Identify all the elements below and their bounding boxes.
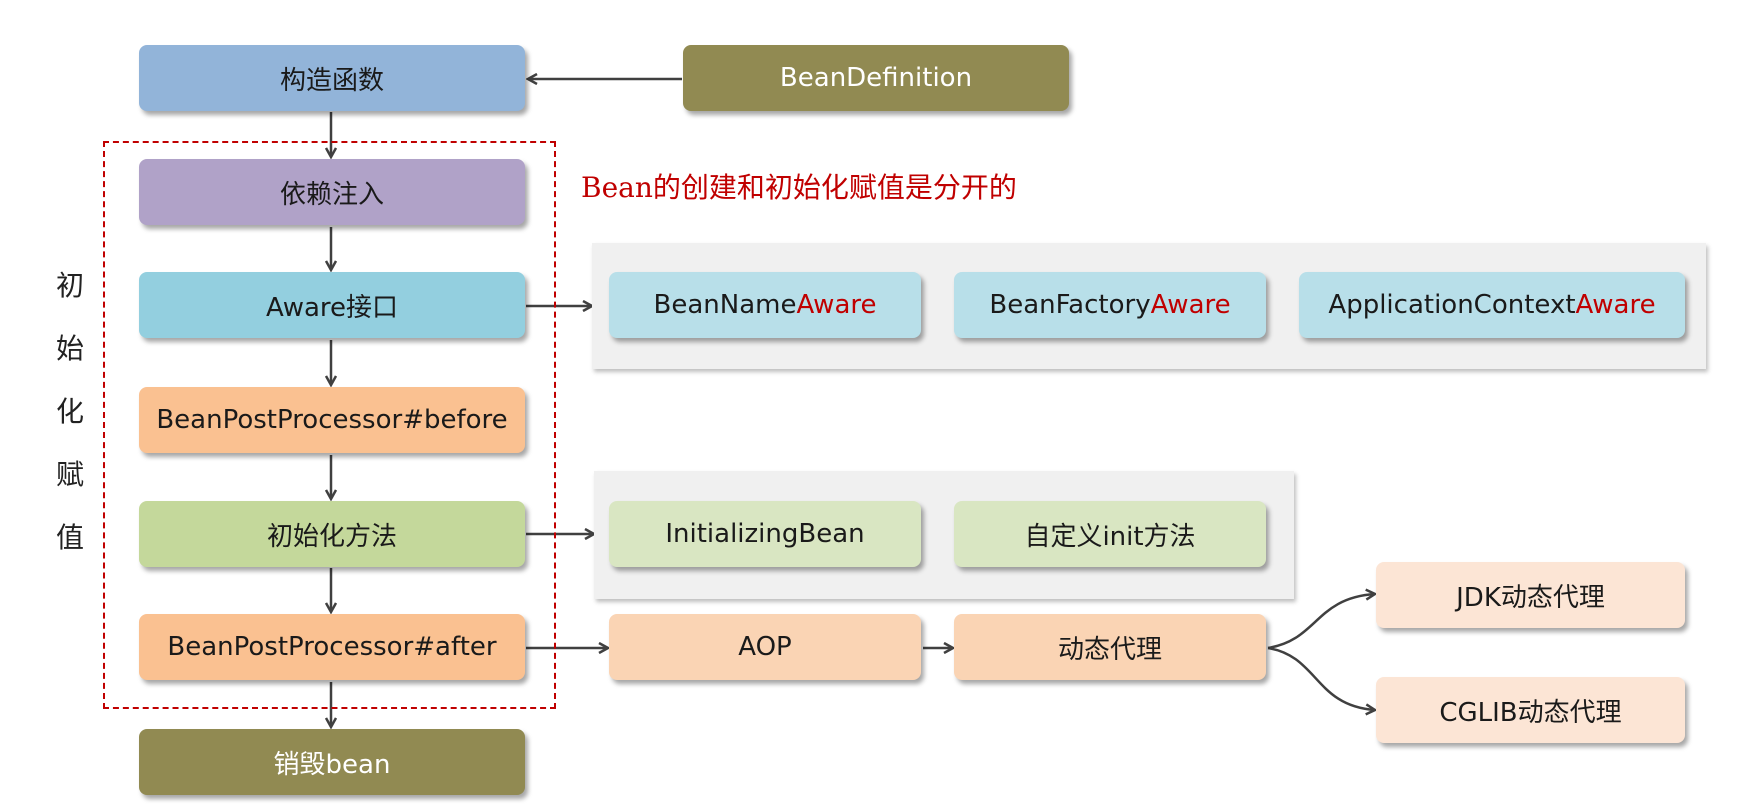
custom-init-method-node: 自定义init方法: [954, 501, 1266, 567]
side-label-char: 值: [55, 521, 84, 554]
side-label-char: 化: [55, 395, 84, 428]
initialization-frame: [103, 141, 556, 709]
aware-suffix: Aware: [1150, 290, 1231, 320]
side-label-initialization-assignment: 初 始 化 赋 值: [50, 254, 90, 569]
constructor-node: 构造函数: [139, 45, 525, 111]
side-label-char: 初: [55, 269, 84, 302]
destroy-bean-node: 销毁bean: [139, 729, 525, 795]
aware-prefix: BeanFactory: [989, 290, 1151, 320]
aop-node: AOP: [609, 614, 921, 680]
dependency-injection-node: 依赖注入: [139, 159, 525, 225]
aware-suffix: Aware: [796, 290, 877, 320]
side-label-char: 始: [55, 332, 84, 365]
creation-vs-init-note: Bean的创建和初始化赋值是分开的: [581, 171, 1017, 204]
bpp-after-node: BeanPostProcessor#after: [139, 614, 525, 680]
init-method-node: 初始化方法: [139, 501, 525, 567]
arrow-proxy-to-cglib: [1267, 646, 1375, 710]
arrow-proxy-to-jdk: [1267, 594, 1375, 650]
bpp-before-node: BeanPostProcessor#before: [139, 387, 525, 453]
aware-prefix: BeanName: [653, 290, 797, 320]
aware-interface-node: Aware接口: [139, 272, 525, 338]
bean-definition-node: BeanDefinition: [683, 45, 1069, 111]
cglib-proxy-node: CGLIB动态代理: [1376, 677, 1685, 743]
side-label-char: 赋: [55, 458, 84, 491]
aware-prefix: ApplicationContext: [1328, 290, 1576, 320]
dynamic-proxy-node: 动态代理: [954, 614, 1266, 680]
aware-suffix: Aware: [1575, 290, 1656, 320]
initializing-bean-node: InitializingBean: [609, 501, 921, 567]
jdk-proxy-node: JDK动态代理: [1376, 562, 1685, 628]
